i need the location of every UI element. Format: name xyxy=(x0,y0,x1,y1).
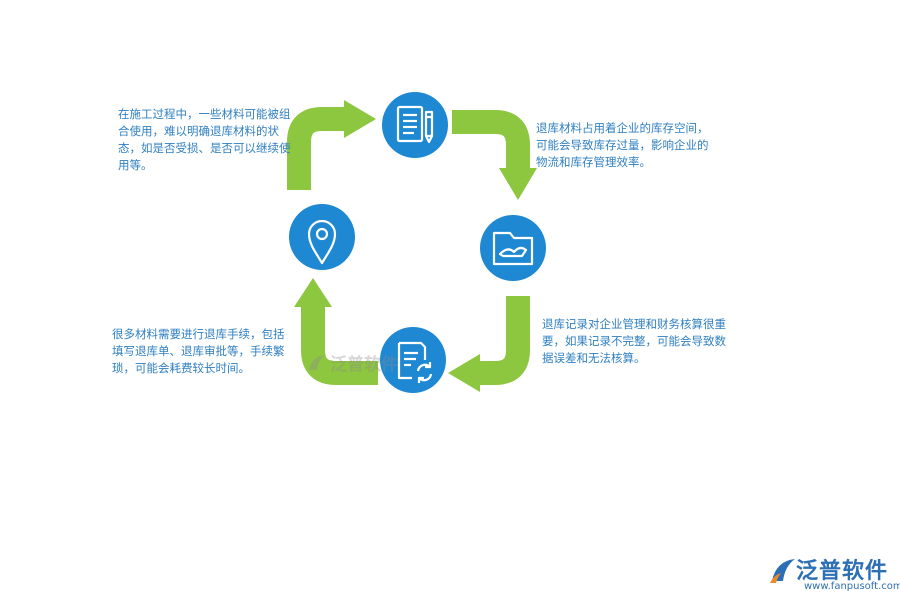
watermark: 泛普软件 xyxy=(306,350,398,375)
note-top-left: 在施工过程中，一些材料可能被组合使用，难以明确退库材料的状态，如是否受损、是否可… xyxy=(118,107,291,172)
arrow-right-to-bottom xyxy=(448,296,530,392)
note-bottom-left: 很多材料需要进行退库手续，包括填写退库单、退库审批等，手续繁琐，可能会耗费较长时… xyxy=(112,327,285,375)
watermark-text: 泛普软件 xyxy=(330,355,398,375)
brand-name: 泛普软件 xyxy=(796,559,889,584)
node-right xyxy=(480,215,546,281)
arrow-left-to-top xyxy=(287,100,376,190)
node-bottom xyxy=(380,327,446,393)
arrow-top-to-right xyxy=(452,110,537,200)
node-top xyxy=(382,92,448,158)
folder-icon xyxy=(492,231,534,266)
document-refresh-icon xyxy=(397,341,433,383)
document-pencil-icon xyxy=(396,105,434,144)
brand-url: www.fanpusoft.com xyxy=(804,581,900,592)
note-bottom-right: 退库记录对企业管理和财务核算很重要，如果记录不完整，可能会导致数据误差和无法核算… xyxy=(542,317,726,365)
brand-logo: 泛普软件 www.fanpusoft.com xyxy=(768,553,900,595)
arrow-bottom-to-left xyxy=(294,278,378,385)
brand-mark-icon xyxy=(770,559,795,583)
location-pin-icon xyxy=(307,219,337,265)
node-left xyxy=(289,204,355,270)
watermark-logo-icon xyxy=(309,354,325,370)
note-top-right: 退库材料占用着企业的库存空间，可能会导致库存过量，影响企业的物流和库存管理效率。 xyxy=(536,121,709,169)
